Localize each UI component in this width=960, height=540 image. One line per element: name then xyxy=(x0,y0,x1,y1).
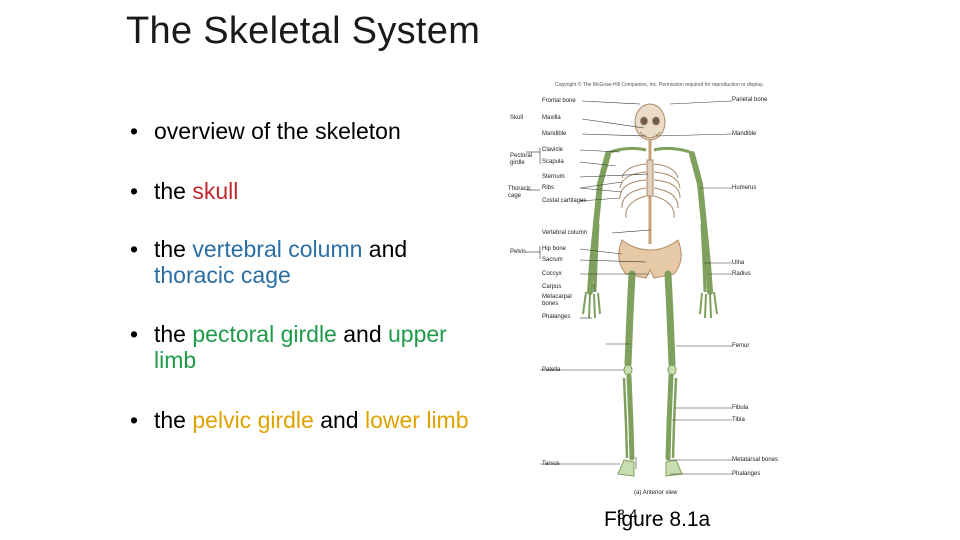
label-phalanges-hand: Phalanges xyxy=(542,314,571,320)
label-parietal-bone: Parietal bone xyxy=(732,97,768,103)
skeleton-illustration xyxy=(526,100,733,477)
label-ribs: Ribs xyxy=(542,185,555,191)
bullet-marker: • xyxy=(130,118,139,144)
label-sacrum: Sacrum xyxy=(542,257,563,263)
skeleton-figure: Frontal bone Parietal bone Skull Maxilla… xyxy=(500,74,800,504)
label-femur: Femur xyxy=(732,343,750,349)
bullet-overview: • overview of the skeleton xyxy=(130,118,494,144)
label-mandible-left: Mandible xyxy=(542,131,567,137)
copyright-notice: Copyright © The McGraw-Hill Companies, I… xyxy=(555,82,764,88)
label-scapula: Scapula xyxy=(542,159,564,165)
bullet-text: overview of the skeleton xyxy=(154,118,401,144)
label-pectoral-girdle: Pectoral girdle xyxy=(510,153,533,166)
bullet-highlight: pelvic girdle xyxy=(192,407,314,433)
bullet-marker: • xyxy=(130,407,139,433)
label-clavicle: Clavicle xyxy=(542,147,564,153)
bullet-skull: • the skull xyxy=(130,178,494,204)
label-tibia: Tibia xyxy=(732,417,745,423)
bullet-highlight: lower limb xyxy=(364,407,469,433)
label-skull: Skull xyxy=(510,115,524,121)
bullet-text: the xyxy=(154,407,193,433)
label-sternum: Sternum xyxy=(542,174,565,180)
label-costal-cartilages: Costal cartilages xyxy=(542,198,587,204)
bullet-highlight: skull xyxy=(192,178,239,204)
bullet-highlight: upper limb xyxy=(154,321,447,373)
label-coccyx: Coccyx xyxy=(542,271,562,277)
label-thoracic-cage: Thoracic cage xyxy=(508,186,532,199)
label-humerus: Humerus xyxy=(732,185,757,191)
bullet-marker: • xyxy=(130,321,139,347)
bullet-text: and xyxy=(336,321,388,347)
label-pelvis: Pelvis xyxy=(510,249,527,255)
bullet-highlight: thoracic cage xyxy=(154,262,291,288)
bullet-pectoral: • the pectoral girdle and upper limb xyxy=(130,321,494,373)
label-frontal-bone: Frontal bone xyxy=(542,98,576,104)
bullet-marker: • xyxy=(130,236,139,262)
bullet-marker: • xyxy=(130,178,139,204)
label-vertebral-column: Vertebral column xyxy=(542,230,588,236)
bullet-highlight: vertebral column xyxy=(192,236,363,262)
figure-label: Figure 8.1a xyxy=(604,508,711,531)
label-hip-bone: Hip bone xyxy=(542,246,567,252)
label-metacarpal-bones: Metacarpal bones xyxy=(542,294,572,307)
bullet-text: the xyxy=(154,178,193,204)
slide-title: The Skeletal System xyxy=(126,10,481,52)
bullet-text: the xyxy=(154,321,193,347)
label-fibula: Fibula xyxy=(732,405,749,411)
label-tarsus: Tarsus xyxy=(542,461,560,467)
label-mandible-right: Mandible xyxy=(732,131,757,137)
label-metatarsal-bones: Metatarsal bones xyxy=(732,457,779,463)
bullet-highlight: pectoral girdle xyxy=(192,321,337,347)
label-patella: Patella xyxy=(542,367,561,373)
bullet-text: the xyxy=(154,236,193,262)
figure-caption: (a) Anterior view xyxy=(634,490,678,496)
label-radius: Radius xyxy=(732,271,751,277)
page-number: 8-4 xyxy=(617,506,638,522)
label-ulna: Ulna xyxy=(732,260,745,266)
label-maxilla: Maxilla xyxy=(542,115,561,121)
bullet-pelvic: • the pelvic girdle and lower limb xyxy=(130,407,494,433)
label-carpus: Carpus xyxy=(542,284,562,290)
bullet-text: and xyxy=(313,407,365,433)
label-phalanges-foot: Phalanges xyxy=(732,471,761,477)
bullet-vertebral: • the vertebral column and thoracic cage xyxy=(130,236,494,288)
bullet-text: and xyxy=(362,236,408,262)
